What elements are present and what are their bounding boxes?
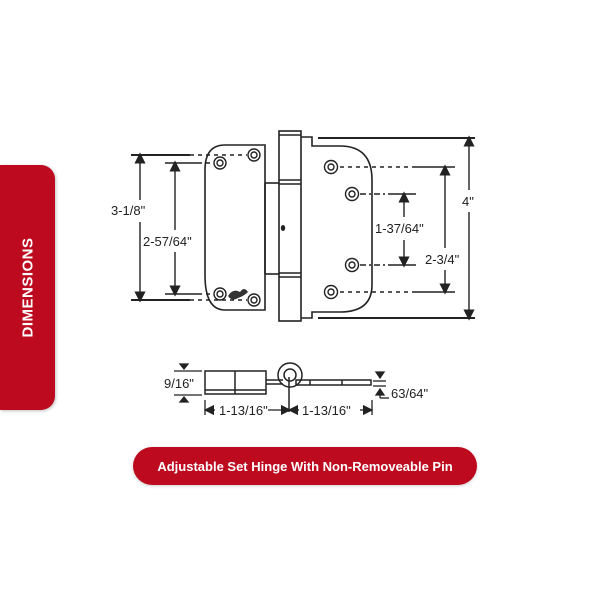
product-caption-pill: Adjustable Set Hinge With Non-Removeable… [133,447,477,485]
dim-side-thickness: 9/16" [164,376,194,391]
dim-overall-height: 4" [462,194,474,209]
dim-right-outer-hole-spacing: 2-3/4" [425,252,460,267]
caption-text: Adjustable Set Hinge With Non-Removeable… [157,458,453,474]
side-view-dimension-lines [174,363,389,416]
right-leaf [301,136,373,319]
dim-side-left-width: 1-13/16" [219,403,268,418]
adjuster-mechanism [228,289,248,300]
right-leaf-screw-holes [323,159,360,300]
left-leaf-screw-holes [213,148,261,307]
left-leaf [204,144,266,311]
dimensions-side-tab: DIMENSIONS [0,165,55,410]
dim-right-inner-hole-spacing: 1-37/64" [375,221,424,236]
dim-left-outer-height: 3-1/8" [111,203,146,218]
dim-left-hole-spacing: 2-57/64" [143,234,192,249]
right-dimension-lines [318,135,475,321]
dim-side-leaf-thickness: 63/64" [391,386,429,401]
left-dimension-lines [131,152,247,303]
side-tab-label: DIMENSIONS [19,237,37,338]
barrel-pin-dot [280,225,286,231]
hinge-barrel [264,130,302,322]
dim-side-right-width: 1-13/16" [302,403,351,418]
